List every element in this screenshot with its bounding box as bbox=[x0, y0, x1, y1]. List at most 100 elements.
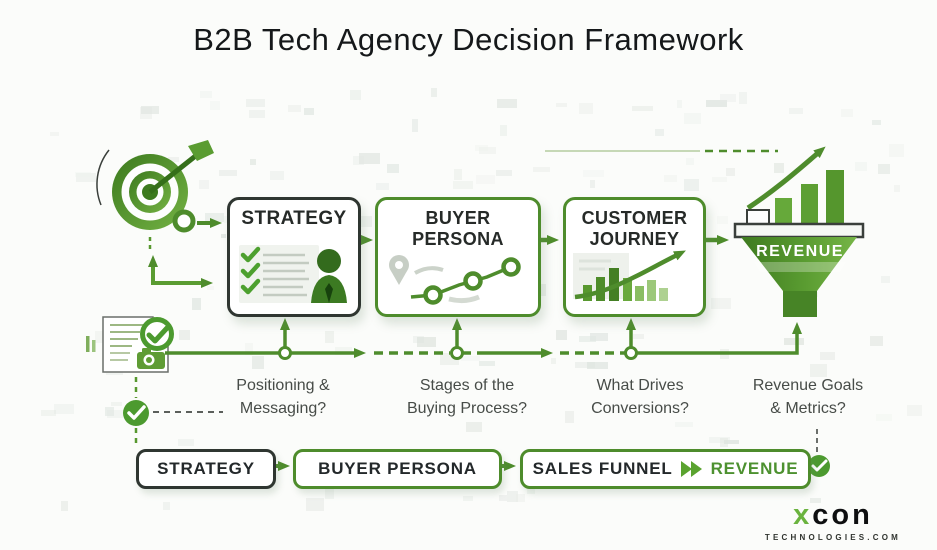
noise-block bbox=[632, 105, 654, 112]
noise-block bbox=[706, 99, 727, 107]
bottom-box-sales-funnel-revenue: SALES FUNNEL REVENUE bbox=[520, 449, 811, 489]
noise-block bbox=[495, 169, 513, 177]
noise-block bbox=[122, 340, 132, 349]
noise-block bbox=[589, 180, 596, 189]
noise-block bbox=[587, 361, 609, 369]
noise-block bbox=[453, 169, 463, 181]
noise-block bbox=[500, 125, 507, 137]
noise-block bbox=[506, 491, 519, 503]
noise-block bbox=[140, 105, 159, 115]
noise-block bbox=[358, 152, 380, 164]
noise-block bbox=[94, 331, 104, 344]
logo-x-glyph: x bbox=[793, 499, 813, 531]
noise-block bbox=[325, 331, 335, 344]
noise-block bbox=[871, 119, 882, 126]
noise-block bbox=[474, 145, 489, 152]
main-box-customer-journey: CUSTOMER JOURNEY bbox=[563, 197, 706, 317]
noise-block bbox=[880, 275, 890, 283]
noise-block bbox=[209, 100, 220, 111]
noise-block bbox=[191, 297, 202, 311]
noise-block bbox=[720, 349, 729, 359]
noise-block bbox=[104, 407, 115, 416]
noise-block bbox=[709, 436, 730, 443]
noise-block bbox=[206, 285, 214, 291]
noise-block bbox=[354, 215, 373, 228]
noise-block bbox=[515, 494, 526, 503]
noise-block bbox=[60, 500, 68, 511]
noise-block bbox=[177, 438, 195, 446]
noise-block bbox=[205, 213, 225, 223]
noise-block bbox=[675, 422, 694, 427]
noise-block bbox=[723, 439, 739, 444]
noise-block bbox=[466, 422, 483, 433]
question-positioning: Positioning & Messaging? bbox=[236, 377, 330, 417]
noise-block bbox=[249, 110, 265, 118]
customer-journey-title: CUSTOMER JOURNEY bbox=[581, 208, 688, 249]
noise-block bbox=[135, 166, 145, 177]
noise-block bbox=[252, 356, 264, 370]
noise-block bbox=[893, 184, 901, 193]
noise-block bbox=[750, 242, 759, 248]
main-box-strategy: STRATEGY bbox=[227, 197, 361, 317]
noise-block bbox=[578, 103, 593, 115]
noise-block bbox=[499, 494, 508, 501]
noise-block bbox=[809, 498, 821, 504]
noise-block bbox=[711, 297, 731, 309]
noise-block bbox=[106, 409, 124, 418]
question-revenue-goals: Revenue Goals & Metrics? bbox=[752, 377, 864, 417]
noise-block bbox=[76, 173, 96, 183]
noise-block bbox=[805, 291, 819, 297]
noise-block bbox=[40, 410, 57, 416]
sales-funnel-label: SALES FUNNEL bbox=[532, 459, 673, 478]
noise-block bbox=[583, 170, 604, 178]
main-box-buyer-persona: BUYER PERSONA bbox=[375, 197, 541, 317]
noise-block bbox=[574, 361, 596, 368]
noise-block bbox=[628, 351, 637, 360]
noise-block bbox=[303, 107, 314, 115]
question-buying-process: Stages of the Buying Process? bbox=[406, 377, 528, 417]
noise-block bbox=[168, 156, 180, 162]
bottom-box-strategy: STRATEGY bbox=[136, 449, 276, 489]
noise-block bbox=[555, 329, 568, 341]
noise-block bbox=[411, 118, 419, 132]
logo-tagline: TECHNOLOGIES.COM bbox=[764, 533, 901, 542]
noise-block bbox=[716, 216, 729, 225]
noise-block bbox=[725, 167, 735, 176]
noise-block bbox=[774, 163, 784, 174]
noise-block bbox=[720, 93, 736, 103]
noise-block bbox=[198, 179, 210, 189]
revenue-label: REVENUE bbox=[710, 459, 799, 478]
noise-block bbox=[875, 414, 893, 422]
bottom-box-buyer-persona: BUYER PERSONA bbox=[293, 449, 502, 489]
noise-block bbox=[684, 178, 700, 192]
noise-block bbox=[683, 112, 702, 125]
noise-block bbox=[460, 356, 480, 362]
noise-block bbox=[840, 108, 854, 117]
noise-block bbox=[527, 487, 536, 495]
noise-block bbox=[720, 438, 728, 447]
page-title: B2B Tech Agency Decision Framework bbox=[193, 22, 744, 57]
noise-block bbox=[179, 329, 190, 341]
noise-block bbox=[245, 98, 266, 107]
noise-block bbox=[783, 338, 804, 346]
noise-block bbox=[440, 353, 459, 365]
journey-bars-arrow-icon bbox=[566, 247, 703, 310]
question-conversions: What Drives Conversions? bbox=[591, 377, 689, 417]
noise-block bbox=[111, 401, 122, 407]
persona-journey-path-icon bbox=[378, 253, 538, 310]
noise-block bbox=[655, 129, 664, 137]
noise-block bbox=[353, 156, 365, 165]
noise-block bbox=[199, 90, 212, 98]
noise-block bbox=[564, 411, 574, 424]
noise-block bbox=[74, 171, 91, 178]
noise-block bbox=[711, 176, 727, 182]
noise-block bbox=[550, 357, 557, 364]
noise-block bbox=[533, 167, 551, 173]
noise-block bbox=[125, 172, 136, 181]
noise-block bbox=[220, 233, 226, 239]
noise-block bbox=[854, 161, 867, 172]
noise-block bbox=[809, 363, 828, 377]
noise-block bbox=[789, 108, 803, 114]
noise-block bbox=[386, 164, 400, 174]
